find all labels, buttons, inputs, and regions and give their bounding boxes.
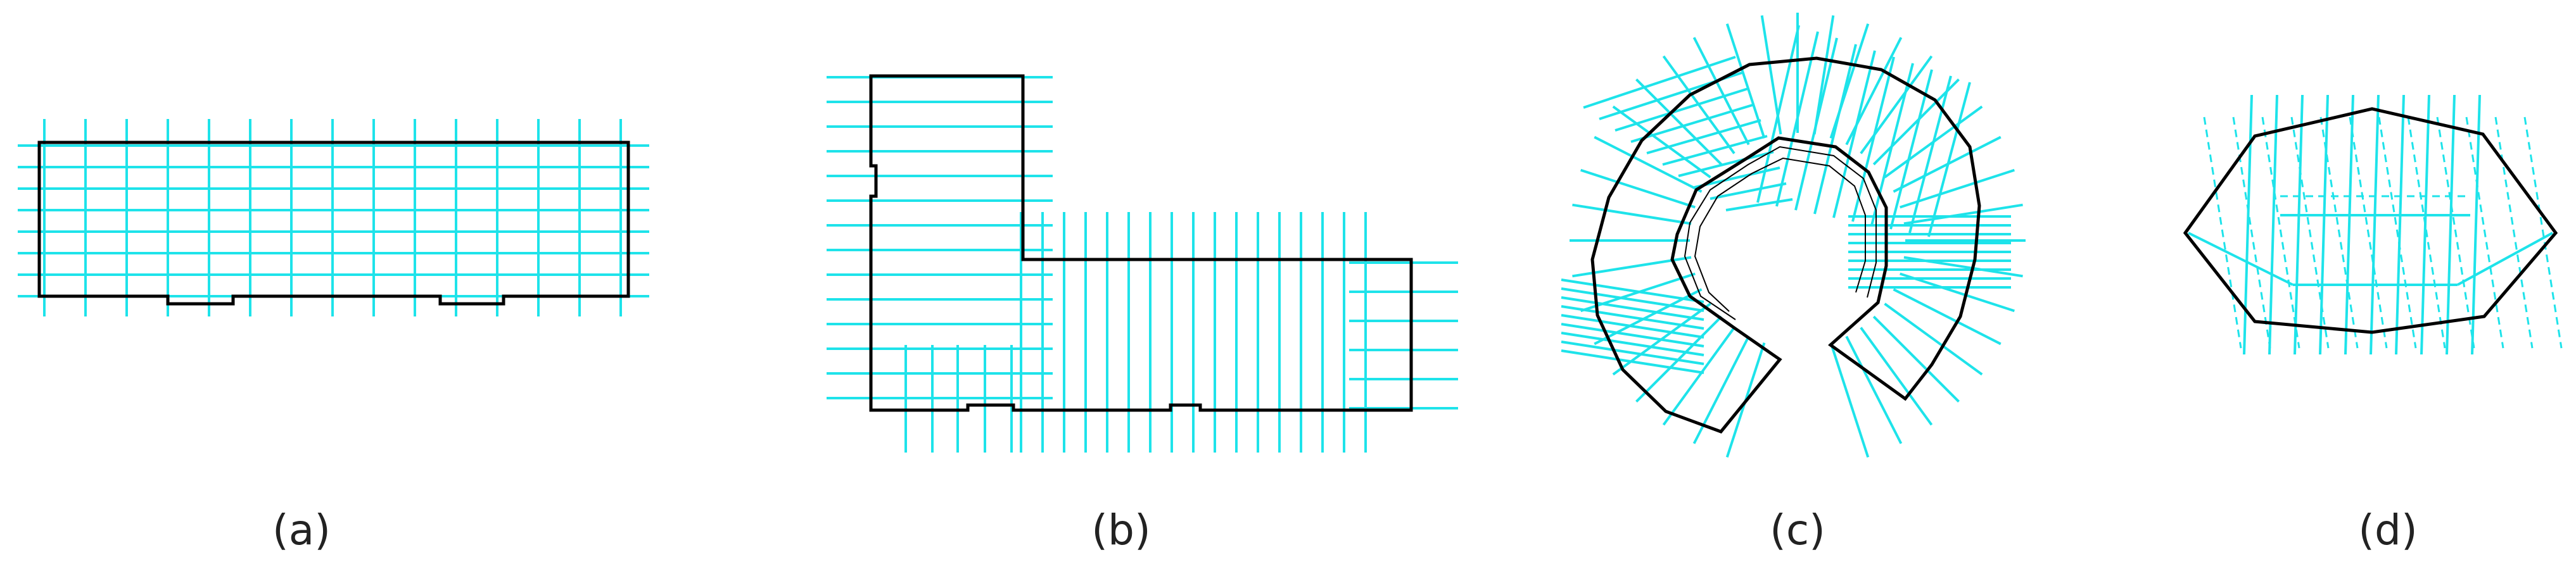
panel-c-inner-contour-1 [1684,146,1877,320]
panel-d-dashed-line [2523,116,2563,349]
panel-d-grid-lines [2188,94,2563,355]
panel-d-dashed-line [2494,116,2534,349]
panel-c-radial-line [1594,135,1703,193]
panel-c-diagonal-line [1851,56,1895,222]
panel-c: (c) [1561,13,2026,554]
panel-c-diagonal-line [1794,37,1838,211]
panel-a: (a) [18,119,649,554]
panel-a-grid-lines [18,119,649,316]
panel-d-caption: (d) [2358,506,2417,554]
panel-d-vertical-line [2294,94,2304,355]
panel-c-radial-line [1662,327,1735,426]
panel-d-vertical-line [2420,94,2430,355]
panel-c-diagonal-line [1870,63,1914,226]
panel-c-diagonal-line [1630,103,1755,143]
panel-c-diagonal-line [1694,166,1780,189]
panel-d-vertical-line [2446,94,2456,355]
panel-c-diagonal-line [1889,69,1933,230]
panel-c-radial-line [1635,78,1723,166]
panel-d-dashed-line [2465,116,2504,349]
panel-c-diagonal-line [1646,119,1761,154]
panel-c-outer-outline [1590,56,1981,434]
panel-d-vertical-line [2471,94,2481,355]
panel-c-diagonal-line [1927,82,1971,237]
panel-c-radial-line [1580,168,1696,209]
panel-c-diagonal-line [1710,182,1787,200]
panel-d-vertical-line [2268,94,2278,355]
panel-c-inner-contour-2 [1694,157,1866,312]
panel-d-dashed-line [2261,116,2300,349]
panel-a-caption: (a) [272,506,331,554]
panel-c-radial-line [1872,78,1960,166]
panel-c-diagonal-line [1662,135,1768,166]
panel-d-dashed-line [2349,116,2388,349]
panel-c-grid-lines [1561,13,2026,458]
panel-c-radial-line [1829,342,1870,458]
panel-c-radial-line [1903,203,2023,225]
panel-c-radial-line [1612,105,1711,178]
panel-c-radial-line [1725,23,1766,139]
panel-c-radial-line [1900,272,2015,313]
panel-c-radial-line [1872,315,1960,403]
panel-c-diagonal-line [1583,56,1736,109]
panel-c-horizontal-line [1561,305,1704,330]
panel-c-radial-line [1572,203,1692,225]
panel-d-vertical-line [2370,94,2380,355]
panel-c-horizontal-line [1561,323,1704,347]
panel-c-radial-line [1845,335,1903,444]
panel-d-dashed-line [2232,116,2271,349]
panel-d: (d) [2183,94,2563,554]
panel-b-caption: (b) [1091,506,1150,554]
panel-c-radial-line [1884,303,1983,376]
panel-d-diagonal-line [2188,232,2294,286]
panel-c-diagonal-line [1832,50,1876,218]
panel-c-diagonal-line [1775,31,1819,207]
panel-c-horizontal-line [1561,341,1704,365]
panel-c-diagonal-line [1813,44,1857,215]
panel-d-vertical-line [2344,94,2354,355]
panel-c-diagonal-line [1678,151,1774,177]
panel-d-vertical-line [2395,94,2405,355]
panel-c-diagonal-line [1908,75,1952,234]
panel-c-horizontal-line [1561,314,1704,339]
panel-c-diagonal-line [1756,25,1800,203]
panel-b-grid-lines [827,76,1458,453]
panel-c-caption: (c) [1770,506,1825,554]
panel-a-outline [37,141,630,306]
panel-c-radial-line [1860,327,1933,426]
panel-d-dashed-line [2378,116,2417,349]
panel-b: (b) [827,74,1458,554]
panel-d-vertical-line [2319,94,2329,355]
panel-c-diagonal-line [1615,87,1749,132]
panel-d-diagonal-line [2457,232,2553,286]
panel-c-horizontal-line [1561,332,1704,356]
panel-d-dashed-line [2319,116,2359,349]
panel-d-dashed-line [2203,116,2242,349]
panel-b-outline [869,74,1413,412]
panel-d-outline [2183,107,2558,334]
panel-c-radial-line [1860,55,1933,154]
panel-c-horizontal-line [1561,278,1704,303]
panel-c-radial-line [1692,335,1750,444]
panel-d-dashed-line [2436,116,2475,349]
panel-d-dashed-line [2290,116,2330,349]
panel-c-horizontal-line [1561,296,1704,321]
panel-c-horizontal-line [1561,287,1704,312]
panel-c-horizontal-line [1561,349,1704,374]
panel-d-dashed-line [2407,116,2446,349]
panel-c-radial-line [1893,288,2002,346]
panel-c-diagonal-line [1725,198,1793,211]
